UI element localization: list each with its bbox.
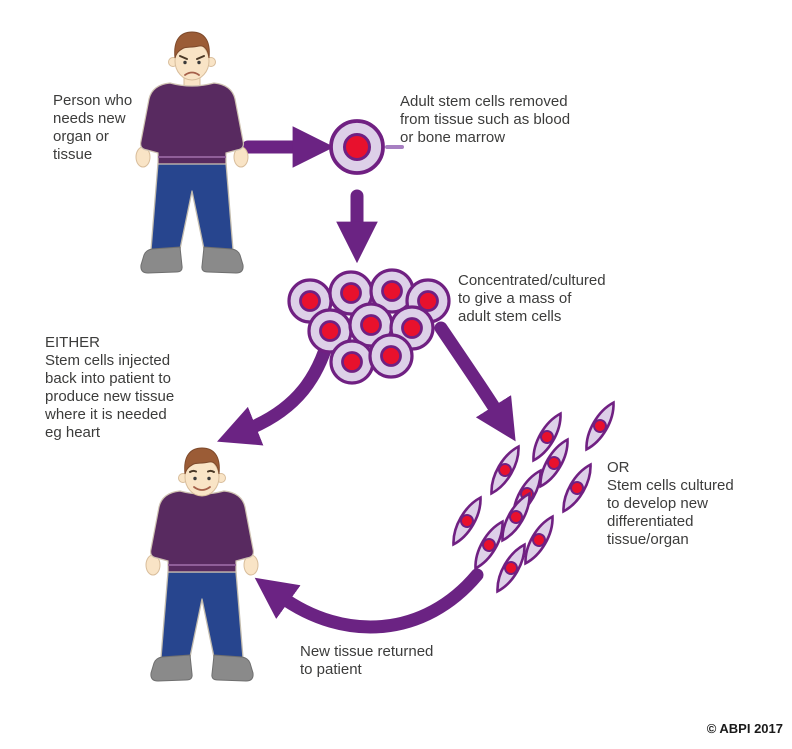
copyright-notice: © ABPI 2017 — [706, 721, 783, 736]
adult-stem-cell — [329, 119, 404, 175]
label-adult-stem-cells-removed: Adult stem cells removed from tissue suc… — [400, 93, 571, 146]
eye — [207, 476, 211, 481]
sad-mouth — [184, 71, 200, 76]
shoe — [150, 654, 193, 682]
jeans — [160, 571, 244, 663]
sad-patient-figure — [135, 31, 249, 274]
eyebrow — [179, 55, 188, 60]
adult-stem-cell-cluster — [287, 268, 451, 385]
label-person-needs-organ: Person who needs new organ or tissue — [53, 92, 133, 163]
differentiated-cell — [562, 462, 592, 514]
differentiated-cell — [501, 491, 531, 543]
differentiated-cell — [524, 514, 554, 566]
label-concentrated-cultured: Concentrated/cultured to give a mass of … — [458, 272, 606, 325]
differentiated-cell — [496, 542, 526, 594]
shoe — [140, 246, 183, 274]
eye — [183, 60, 187, 65]
happy-patient-figure — [145, 447, 259, 682]
label-either-injected: EITHER Stem cells injected back into pat… — [45, 334, 175, 441]
stem-cell — [368, 333, 414, 379]
differentiated-cell — [539, 437, 569, 489]
eye — [193, 476, 197, 481]
label-or-cultured: OR Stem cells cultured to develop new di… — [607, 459, 734, 548]
differentiated-cell-cluster — [452, 400, 615, 594]
stem-cell — [329, 339, 375, 385]
differentiated-cell — [452, 495, 482, 547]
differentiated-cell — [474, 519, 504, 571]
differentiated-cell — [532, 411, 562, 463]
sweater — [150, 490, 254, 573]
process-arrows — [217, 126, 516, 634]
differentiated-cell — [490, 444, 520, 496]
stem-cell-nucleus — [343, 133, 371, 161]
eyebrow — [207, 469, 215, 473]
eye — [197, 60, 201, 65]
shoe — [211, 654, 254, 682]
hair — [184, 447, 220, 475]
happy-mouth — [193, 486, 211, 491]
stem-cell — [307, 308, 353, 354]
differentiated-cell — [585, 400, 615, 452]
arrow-or-culture-icon — [434, 321, 516, 442]
arrow-tissue-return-icon — [254, 568, 484, 634]
jeans — [150, 162, 234, 255]
shoe — [201, 246, 244, 274]
label-new-tissue-returned: New tissue returned to patient — [300, 643, 434, 678]
sweater — [140, 82, 244, 165]
eyebrow — [196, 55, 205, 60]
hair — [174, 31, 210, 59]
eyebrow — [189, 469, 197, 473]
